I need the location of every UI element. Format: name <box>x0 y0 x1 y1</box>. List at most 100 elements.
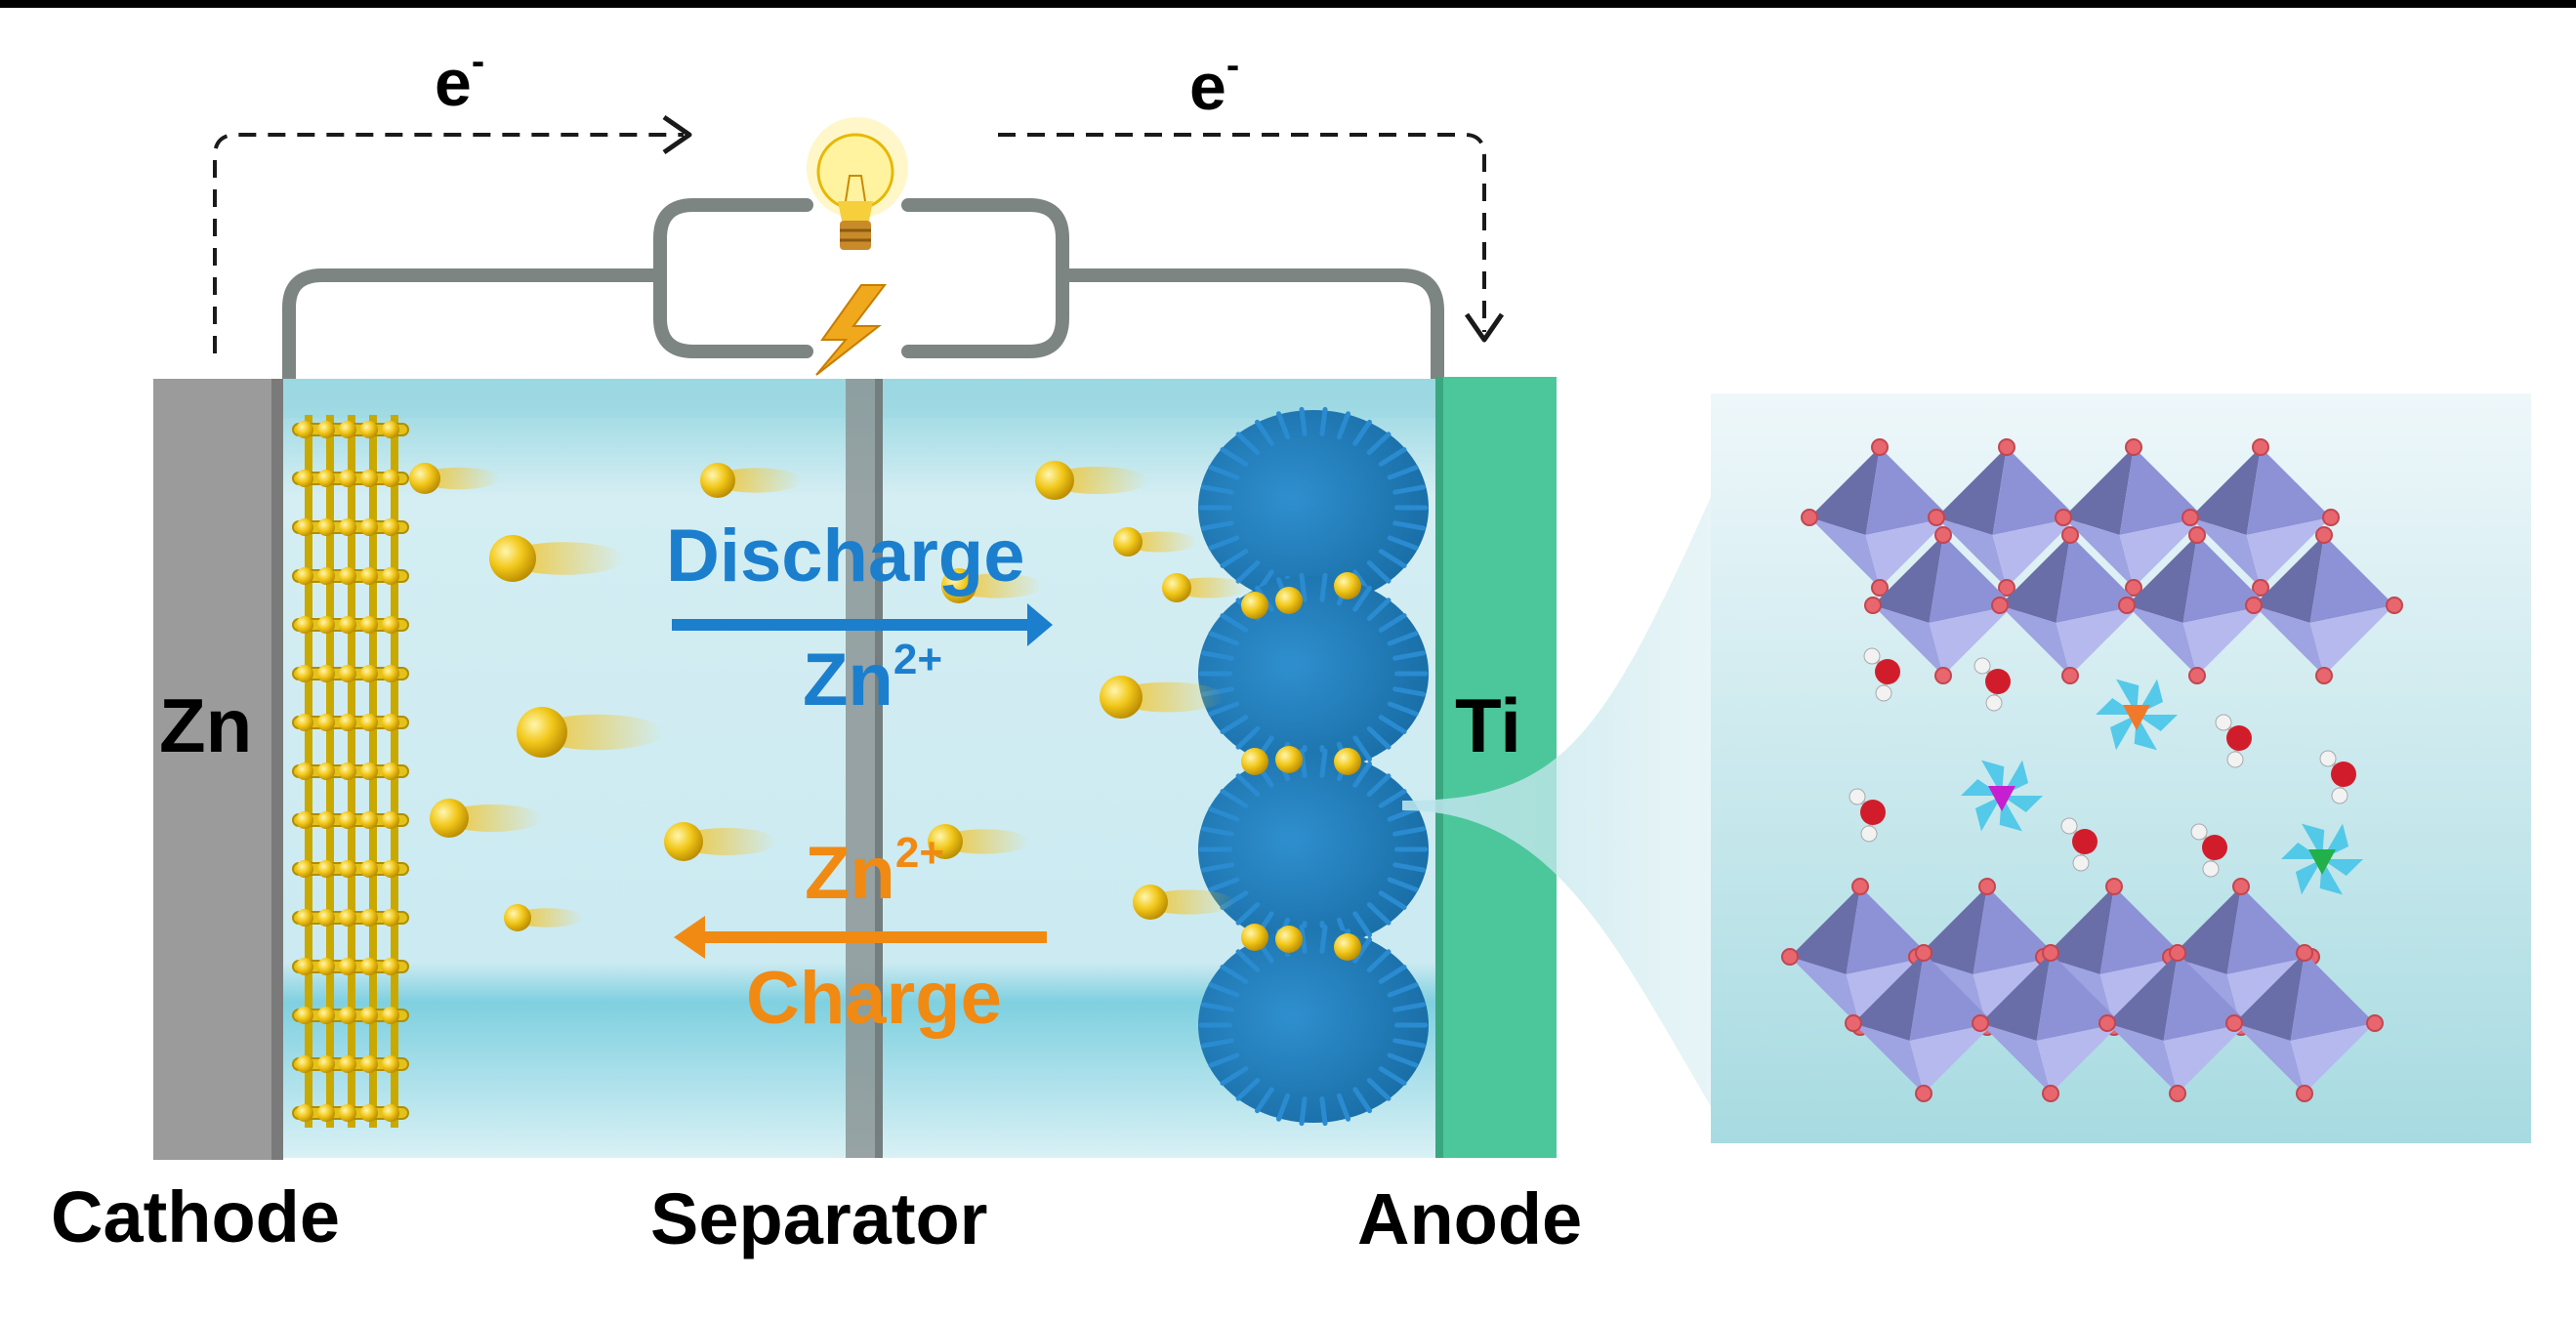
arrowhead-left <box>662 114 692 155</box>
water-molecule <box>2190 823 2227 878</box>
lattice-node <box>296 1007 313 1024</box>
oxygen-atom <box>1934 526 1952 544</box>
octa-face <box>2000 535 2070 623</box>
oxygen-atom <box>2181 509 2199 526</box>
lattice-node <box>382 421 399 438</box>
nanoflower-petal <box>1220 613 1249 633</box>
lattice-node <box>339 616 356 634</box>
nanoflower-petal <box>1208 701 1240 717</box>
octa-face <box>2056 605 2140 676</box>
lattice-node <box>317 616 335 634</box>
lattice-node <box>382 1104 399 1122</box>
deposit-ion <box>1275 926 1303 953</box>
lattice-node <box>382 909 399 927</box>
lattice-node <box>296 567 313 585</box>
hydrogen-atom <box>2226 751 2244 768</box>
octa-face <box>1790 957 1860 1027</box>
water-molecule <box>2319 750 2356 804</box>
nanoflower-petal <box>1208 982 1240 998</box>
nanoflower-petal <box>1220 1066 1249 1086</box>
zinc-ion <box>928 824 963 859</box>
nanoflower-petal <box>1201 484 1234 495</box>
nanoflower-petal <box>1208 877 1240 892</box>
zinc-ion <box>700 463 735 498</box>
nanoflower-petal <box>1201 1002 1234 1012</box>
lattice-node <box>317 714 335 731</box>
nanoflower-petal <box>1378 890 1407 910</box>
oxygen-atom <box>2169 944 2186 962</box>
lattice-node <box>296 958 313 975</box>
lattice-node <box>382 470 399 487</box>
nanoflower-cluster <box>1198 752 1429 947</box>
lattice-node <box>296 421 313 438</box>
oxygen-atom <box>2232 878 2250 895</box>
lattice-node <box>339 421 356 438</box>
zinc-cathode-plate <box>153 379 283 1160</box>
nanoflower-petal <box>1275 1092 1291 1122</box>
nanoflower-petal <box>1235 1077 1261 1101</box>
lattice-node <box>360 518 378 536</box>
lattice-node <box>339 763 356 780</box>
nanoflower-petal <box>1201 826 1234 837</box>
central-ion <box>2308 849 2336 875</box>
lattice-node <box>360 470 378 487</box>
hydrated-ion-complex <box>2096 679 2178 751</box>
oxygen-atom <box>2061 526 2079 544</box>
octahedron <box>1801 438 1959 597</box>
zinc-ion <box>1162 573 1191 602</box>
hydrogen-atom <box>2319 750 2337 767</box>
discharge-arrow <box>672 603 1053 646</box>
anode-deposits <box>1198 406 1429 1127</box>
oxygen-atom <box>2061 667 2079 684</box>
nanoflower-petal <box>1352 1087 1372 1114</box>
octa-face <box>2044 886 2114 974</box>
nanoflower-petal <box>1319 1096 1328 1127</box>
hydrogen-atom <box>2215 714 2232 731</box>
nanoflower-petal <box>1352 585 1372 612</box>
octahedron <box>2245 526 2403 684</box>
octa-face <box>2309 605 2394 676</box>
central-ion <box>2123 705 2150 730</box>
octa-face <box>1917 886 1987 974</box>
nanoflower-petal <box>1366 1077 1392 1101</box>
nanoflower-petal <box>1319 924 1328 954</box>
hydrogen-atom <box>2190 823 2208 841</box>
octa-face <box>2254 605 2324 676</box>
zinc-ion <box>1100 676 1143 719</box>
nanoflower-petal <box>1235 773 1261 798</box>
discharge-ion-label: Zn2+ <box>803 636 942 721</box>
oxygen-atom <box>2098 1014 2116 1032</box>
oxygen-atom <box>2322 509 2340 526</box>
lattice-node <box>296 518 313 536</box>
nanoflower-petal <box>1352 911 1372 938</box>
oxygen-atom <box>1928 509 1945 526</box>
zinc-ion <box>504 904 531 931</box>
nanoflower-petal <box>1366 901 1392 926</box>
anode-material-label: Ti <box>1455 682 1521 768</box>
lattice-node <box>360 1104 378 1122</box>
hydrogen-atom <box>1860 825 1878 843</box>
lattice-node <box>360 616 378 634</box>
deposit-ion <box>1334 572 1361 599</box>
charge-ion-label: Zn2+ <box>805 829 944 915</box>
octa-face <box>2107 953 2178 1041</box>
deposit-ion <box>1334 933 1361 961</box>
zinc-ion <box>489 535 536 582</box>
oxygen-atom <box>2188 526 2206 544</box>
nanoflower-petal <box>1392 826 1426 837</box>
oxygen-atom <box>1845 1014 1862 1032</box>
oxygen-atom <box>1860 800 1886 825</box>
light-bulb-icon <box>807 117 908 250</box>
octa-face <box>1790 886 1860 974</box>
oxygen-atom <box>1915 1085 1932 1102</box>
nanoflower-petal <box>1275 411 1291 440</box>
lattice-node <box>339 860 356 878</box>
nanoflower-petal <box>1378 715 1407 734</box>
lattice-node <box>360 860 378 878</box>
octa-face <box>2127 535 2197 623</box>
nanoflower-petal <box>1299 748 1308 778</box>
nanoflower-petal <box>1299 406 1308 436</box>
lattice-node <box>382 1007 399 1024</box>
lattice-node <box>339 1104 356 1122</box>
nanoflower-petal <box>1299 1096 1308 1127</box>
